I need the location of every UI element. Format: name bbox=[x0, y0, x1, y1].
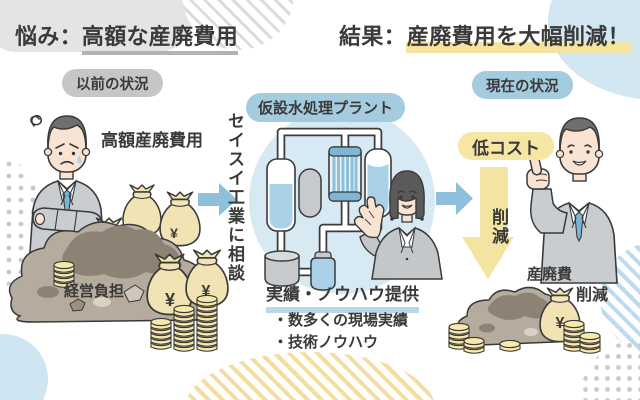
offer-item: ・技術ノウハウ bbox=[273, 334, 379, 351]
happy-businessman-illustration bbox=[523, 117, 618, 284]
result-title-emphasis: 産廃費用を大幅削減！ bbox=[405, 24, 632, 53]
right-arrow-icon bbox=[436, 182, 473, 215]
problem-title-emphasis: 高額な産廃費用 bbox=[81, 24, 239, 55]
tank-small-blue bbox=[310, 257, 336, 291]
reduce-caption: 削減 bbox=[576, 287, 609, 304]
tank-cylinder bbox=[264, 255, 300, 287]
waste-cost-caption: 産廃費 bbox=[527, 266, 573, 283]
yen-symbol: ¥ bbox=[202, 283, 211, 300]
high-cost-caption: 高額産廃費用 bbox=[101, 131, 203, 150]
offer-item: ・数多くの現場実績 bbox=[273, 312, 409, 329]
waste-pile-large-illustration: ¥ ¥ ¥ ¥ bbox=[8, 184, 229, 352]
low-cost-badge: 低コスト bbox=[458, 132, 554, 160]
yen-symbol: ¥ bbox=[170, 225, 178, 241]
waste-pile-small-illustration: ¥ bbox=[448, 286, 601, 354]
yen-symbol: ¥ bbox=[556, 315, 565, 332]
right-arrow-icon bbox=[198, 183, 237, 216]
tank-capsule bbox=[298, 168, 322, 218]
reduction-down-arrow bbox=[462, 167, 514, 279]
presenting-hand bbox=[353, 196, 385, 239]
reduction-arrow-word: 削減 bbox=[489, 208, 508, 246]
stress-squiggle-icon bbox=[30, 114, 43, 127]
problem-title: 悩み：高額な産廃費用 bbox=[15, 19, 239, 55]
result-title: 結果：産廃費用を大幅削減！ bbox=[339, 19, 632, 53]
problem-title-prefix: 悩み： bbox=[15, 24, 82, 49]
decor-striped-blob-bottom bbox=[185, 352, 435, 400]
after-status-badge: 現在の状況 bbox=[472, 71, 573, 99]
before-status-badge: 以前の状況 bbox=[62, 69, 163, 97]
plant-badge: 仮設水処理プラント bbox=[246, 93, 406, 122]
consult-note: セイスイ工業に相談 bbox=[225, 112, 244, 283]
decor-blob-topleft bbox=[0, 0, 192, 52]
offer-title: 実績・ノウハウ提供 bbox=[266, 280, 419, 313]
sweat-drop-icon bbox=[77, 155, 82, 164]
burden-caption: 経営負担 bbox=[64, 283, 125, 300]
yen-symbol: ¥ bbox=[165, 290, 175, 310]
result-title-prefix: 結果： bbox=[339, 24, 406, 49]
presenter-woman-illustration bbox=[353, 170, 443, 280]
